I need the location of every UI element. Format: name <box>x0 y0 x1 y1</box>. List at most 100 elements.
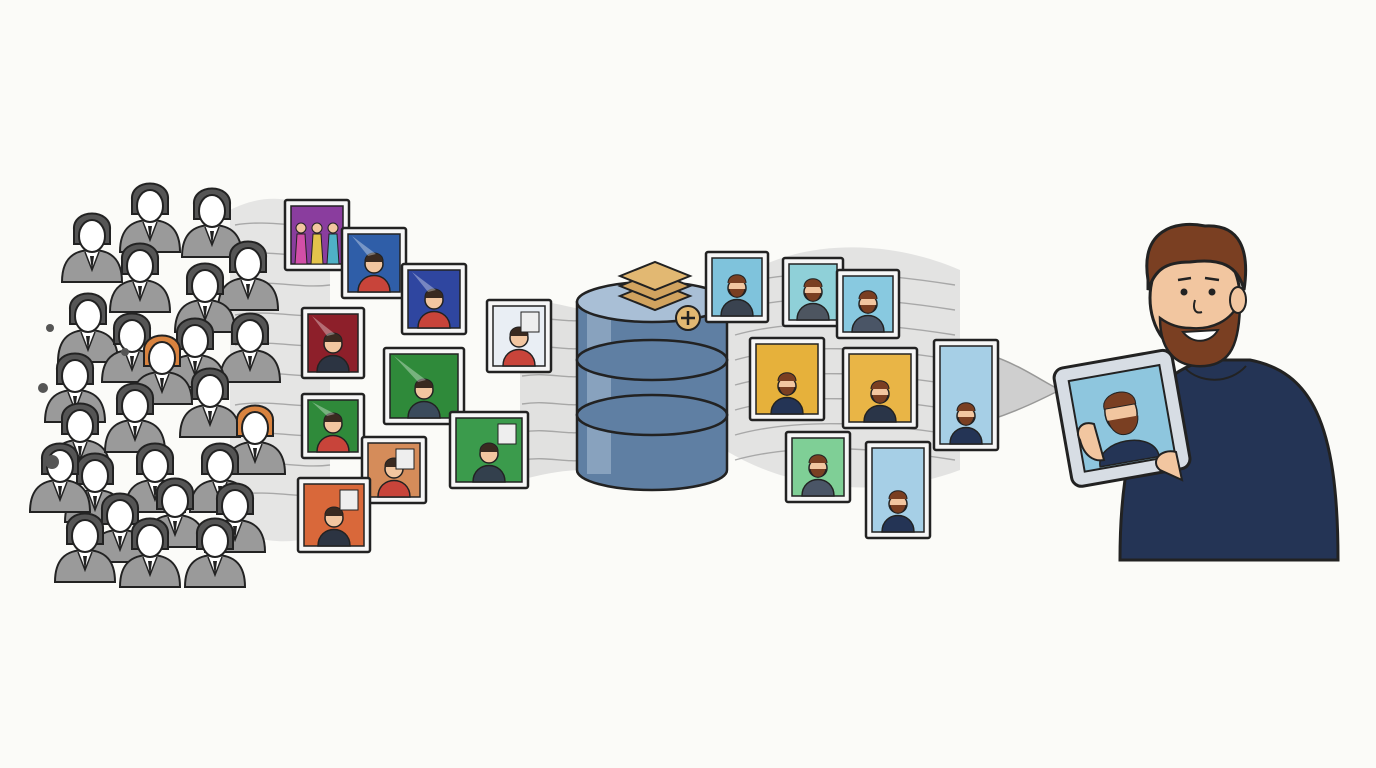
tie <box>138 286 142 302</box>
database-disk <box>575 393 729 492</box>
tie <box>83 556 87 572</box>
portrait-photo-icon <box>748 336 826 422</box>
face <box>81 459 109 493</box>
spotlight-beam <box>412 272 436 292</box>
face <box>236 319 264 353</box>
tie <box>253 448 257 464</box>
portrait-photo-icon <box>932 338 1000 452</box>
tie <box>86 336 90 352</box>
portrait-photos-group <box>704 250 1000 540</box>
eye <box>1180 288 1188 296</box>
tie <box>148 226 152 242</box>
subject-beard <box>809 468 827 478</box>
person-silhouette <box>223 404 287 475</box>
subject-hair <box>323 412 343 423</box>
face <box>148 341 176 375</box>
tie <box>248 356 252 372</box>
face <box>141 449 169 483</box>
subject-body <box>317 528 351 547</box>
presentation-screen <box>497 423 517 445</box>
face <box>191 269 219 303</box>
performer-dress <box>310 233 324 265</box>
tie <box>203 306 207 322</box>
face <box>106 499 134 533</box>
subject-body <box>316 354 350 373</box>
screen-subject-beard <box>1107 415 1139 436</box>
subject-body <box>770 396 804 415</box>
stream-line <box>734 422 956 436</box>
left-hand <box>1076 422 1106 462</box>
face <box>196 374 224 408</box>
hair <box>1145 222 1248 291</box>
eyebrows <box>1177 276 1220 282</box>
subject-hair <box>364 252 384 263</box>
disk-top <box>575 393 729 437</box>
tie <box>118 536 122 552</box>
face <box>206 449 234 483</box>
subject-hair <box>777 372 797 382</box>
eye <box>1208 288 1216 296</box>
dot-decoration <box>38 383 48 393</box>
tie <box>208 411 212 427</box>
event-photo-icon <box>400 262 468 336</box>
event-photo-icon <box>296 476 372 554</box>
performer-head <box>327 222 339 234</box>
tie <box>133 426 137 442</box>
subject-body <box>357 274 391 293</box>
event-photo-icon <box>283 198 351 272</box>
tie <box>210 231 214 247</box>
bearded-man-icon <box>1052 222 1340 562</box>
spotlight-beam <box>312 316 335 336</box>
face <box>201 524 229 558</box>
crowd-of-people-icon <box>28 182 287 588</box>
event-photo-icon <box>448 410 530 490</box>
tie <box>246 284 250 300</box>
performer-head <box>295 222 307 234</box>
person-silhouette <box>218 312 282 383</box>
subject-hair <box>414 378 434 389</box>
face <box>234 247 262 281</box>
tie <box>160 378 164 394</box>
spotlight-beam <box>312 402 335 416</box>
event-photos-group <box>283 198 553 554</box>
subject-hair <box>324 506 344 517</box>
plus-sign <box>681 311 695 325</box>
ear <box>1229 286 1247 314</box>
face <box>71 519 99 553</box>
tie <box>90 256 94 272</box>
person-silhouette <box>88 492 152 563</box>
subject-hair <box>727 274 747 284</box>
subject-body <box>472 464 506 483</box>
subject-body <box>407 400 441 419</box>
face <box>61 359 89 393</box>
subject-body <box>502 348 536 367</box>
portrait-photo-icon <box>835 268 901 340</box>
subject-beard <box>804 292 822 302</box>
event-photo-icon <box>360 435 428 505</box>
right-hand <box>1155 450 1184 482</box>
presentation-screen <box>520 311 540 333</box>
subject-beard <box>728 288 746 298</box>
spotlight-beam <box>394 356 426 382</box>
face <box>118 319 146 353</box>
person-silhouette <box>183 517 247 588</box>
subject-hair <box>808 454 828 464</box>
tie <box>148 561 152 577</box>
tie <box>213 561 217 577</box>
event-photo-icon <box>485 298 553 374</box>
event-photo-icon <box>300 306 366 380</box>
face <box>126 249 154 283</box>
portrait-photo-icon <box>781 256 845 328</box>
performer-head <box>311 222 323 234</box>
face <box>74 299 102 333</box>
dot-decoration <box>45 455 59 469</box>
performer-dress <box>326 233 340 265</box>
person-silhouette <box>178 367 242 438</box>
subject-beard <box>871 394 889 404</box>
subject-body <box>316 434 350 453</box>
tie <box>58 486 62 502</box>
tie <box>193 361 197 377</box>
smile <box>1181 328 1220 342</box>
